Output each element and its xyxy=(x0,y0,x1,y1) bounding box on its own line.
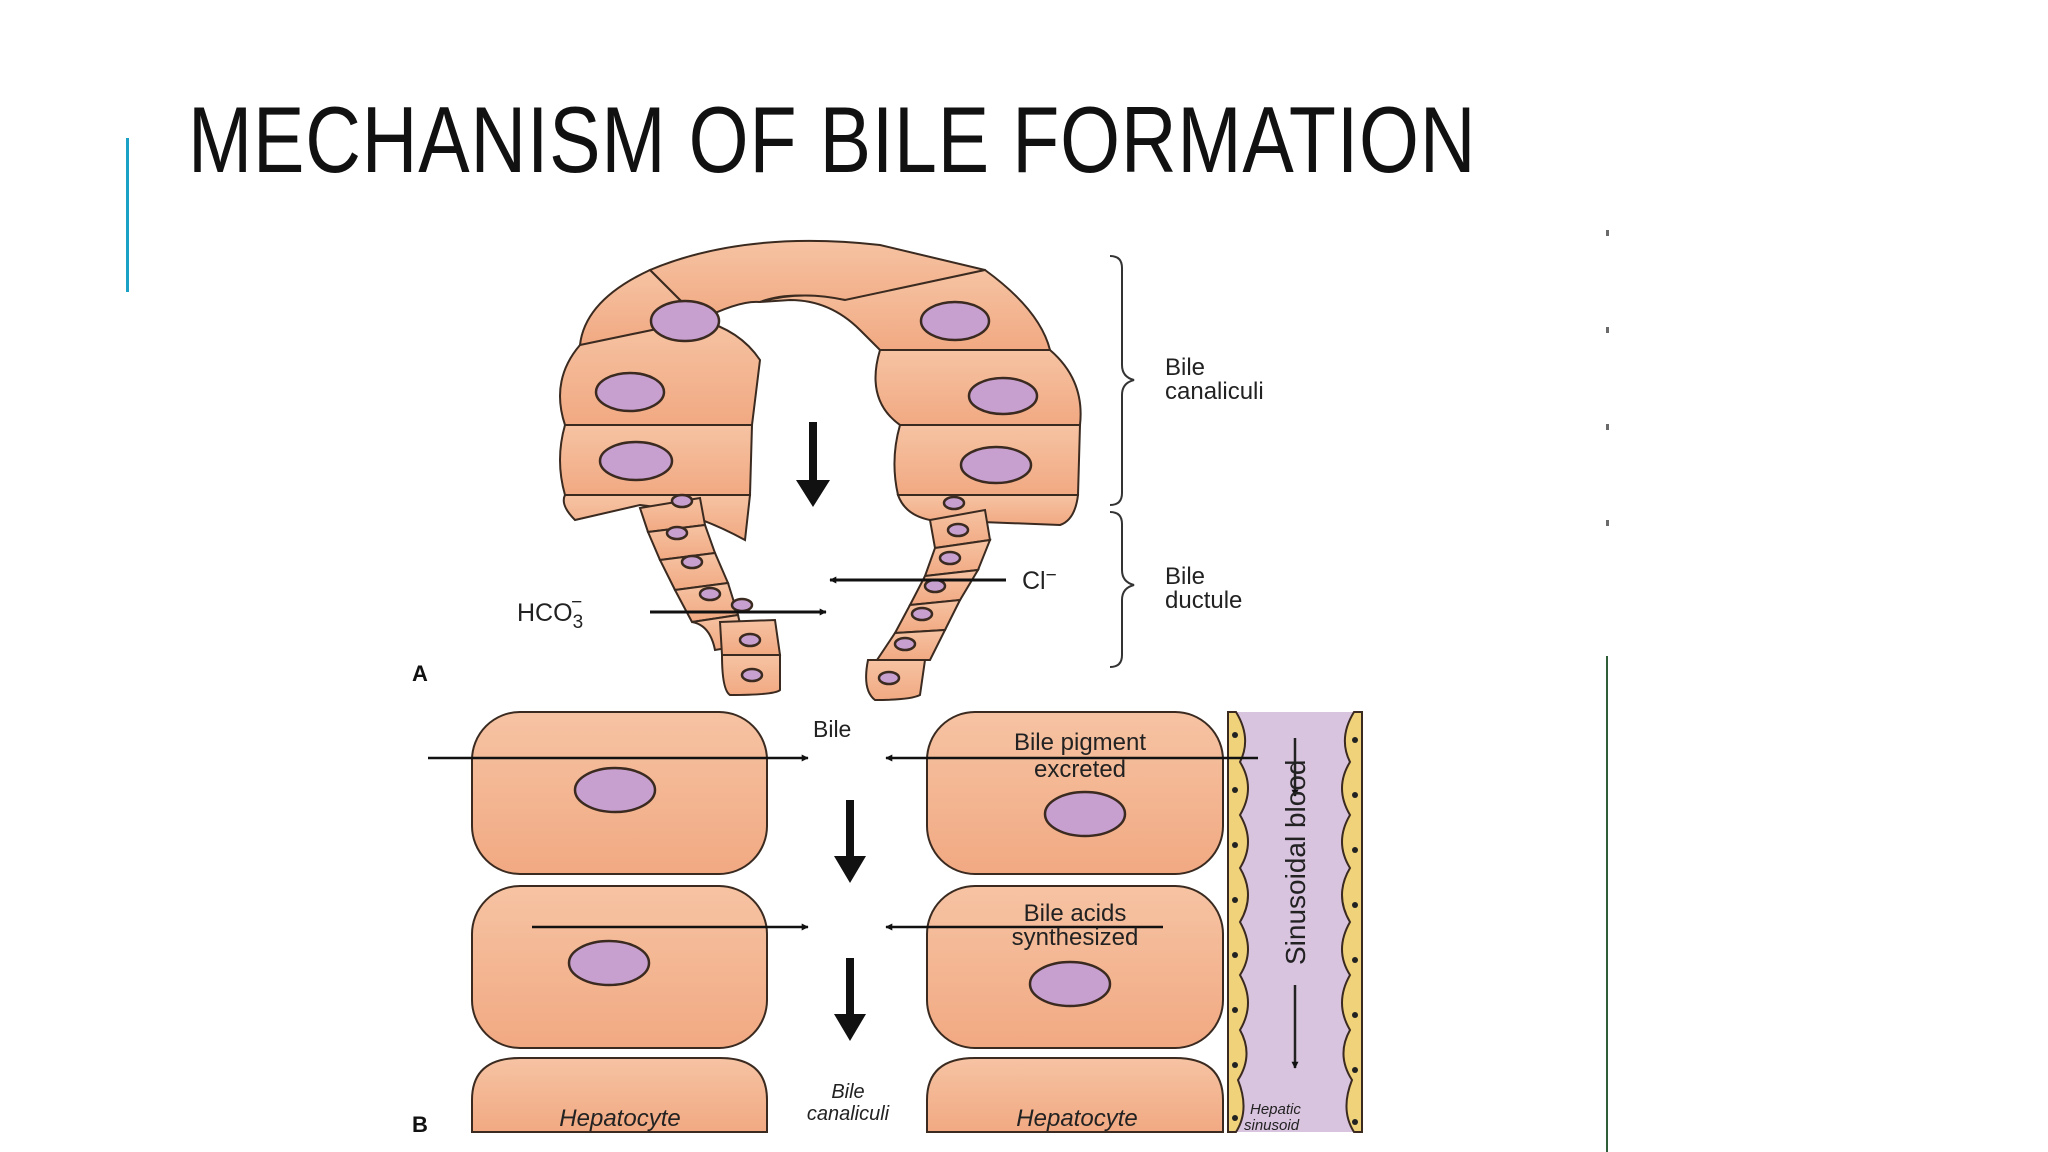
flow-arrow-head xyxy=(796,480,830,507)
label-cl: Cl− xyxy=(1022,565,1057,595)
sinusoid: Sinusoidal blood Hepatic sinusoid xyxy=(1227,711,1363,1134)
endothelium-right xyxy=(1341,711,1363,1133)
nucleus xyxy=(1028,960,1112,1008)
nucleus xyxy=(670,493,694,509)
nucleus xyxy=(567,939,651,987)
label-cl-base: Cl xyxy=(1022,567,1046,595)
panel-a-brackets xyxy=(1109,255,1135,668)
nucleus xyxy=(919,300,991,342)
nucleus xyxy=(946,522,970,538)
nucleus xyxy=(877,670,901,686)
nucleus xyxy=(598,440,674,482)
nucleus xyxy=(738,632,762,648)
hepatocyte-cell xyxy=(896,494,1080,527)
label-hco3-subscript: 3 xyxy=(573,612,584,633)
label-bile-canaliculi-b-1: Bile xyxy=(831,1081,864,1103)
nucleus xyxy=(594,371,666,413)
nucleus xyxy=(573,766,657,814)
edge-marker xyxy=(1606,520,1609,526)
hepatocyte-cell xyxy=(471,1057,768,1133)
nucleus xyxy=(680,554,704,570)
label-hepatocyte-right: Hepatocyte xyxy=(1016,1105,1137,1132)
panel-b-nuclei xyxy=(567,766,1127,1008)
edge-marker xyxy=(1606,424,1609,430)
nucleus xyxy=(923,578,947,594)
nucleus xyxy=(665,525,689,541)
nucleus xyxy=(959,445,1033,485)
label-bile-acids-2: synthesized xyxy=(1012,924,1139,951)
panel-a-arrows xyxy=(650,422,1006,616)
label-sinusoidal-blood: Sinusoidal blood xyxy=(1280,760,1311,966)
label-bile-acids-1: Bile acids xyxy=(1024,900,1127,927)
hepatocyte-cell xyxy=(926,1057,1224,1133)
label-bile-ductule-1: Bile xyxy=(1165,563,1205,590)
nucleus xyxy=(649,299,721,343)
label-cl-charge: − xyxy=(1046,565,1057,586)
nucleus xyxy=(942,495,966,511)
endothelium-left xyxy=(1227,711,1249,1133)
label-hepatocyte-left: Hepatocyte xyxy=(559,1105,680,1132)
endothelial-nuclei xyxy=(1232,732,1358,1125)
bracket-ductule xyxy=(1109,511,1135,668)
nucleus xyxy=(910,606,934,622)
nucleus xyxy=(1043,790,1127,838)
nucleus xyxy=(967,376,1039,416)
panel-a-nuclei xyxy=(594,299,1039,686)
panel-b-arrows xyxy=(428,754,1258,1041)
edge-marker xyxy=(1606,230,1609,236)
nucleus xyxy=(938,550,962,566)
label-hco3: HCO3− xyxy=(517,592,583,633)
label-bile-canaliculi-1: Bile xyxy=(1165,354,1205,381)
label-hepatic-sinusoid-2: sinusoid xyxy=(1244,1117,1300,1134)
nucleus xyxy=(698,586,722,602)
slide-title: MECHANISM OF BILE FORMATION xyxy=(188,87,1477,192)
right-edge-line xyxy=(1606,656,1608,1152)
nucleus xyxy=(740,667,764,683)
label-hepatic-sinusoid-1: Hepatic xyxy=(1250,1101,1301,1118)
panel-a-label: A xyxy=(412,661,428,686)
label-bile-canaliculi-2: canaliculi xyxy=(1165,378,1264,405)
label-hco3-charge: − xyxy=(571,592,582,613)
bracket-canaliculi xyxy=(1109,255,1135,506)
label-bile-pigment-1: Bile pigment xyxy=(1014,729,1146,756)
title-accent-bar xyxy=(126,138,129,292)
label-bile-ductule-2: ductule xyxy=(1165,587,1242,614)
label-bile-pigment-2: excreted xyxy=(1034,756,1126,783)
flow-arrow-head xyxy=(834,856,866,883)
flow-arrow-head xyxy=(834,1014,866,1041)
nucleus xyxy=(730,597,754,613)
label-bile: Bile xyxy=(813,716,851,742)
label-hco3-base: HCO xyxy=(517,599,573,627)
edge-marker xyxy=(1606,327,1609,333)
nucleus xyxy=(893,636,917,652)
panel-b-label: B xyxy=(412,1112,428,1137)
label-bile-canaliculi-b-2: canaliculi xyxy=(807,1103,890,1125)
